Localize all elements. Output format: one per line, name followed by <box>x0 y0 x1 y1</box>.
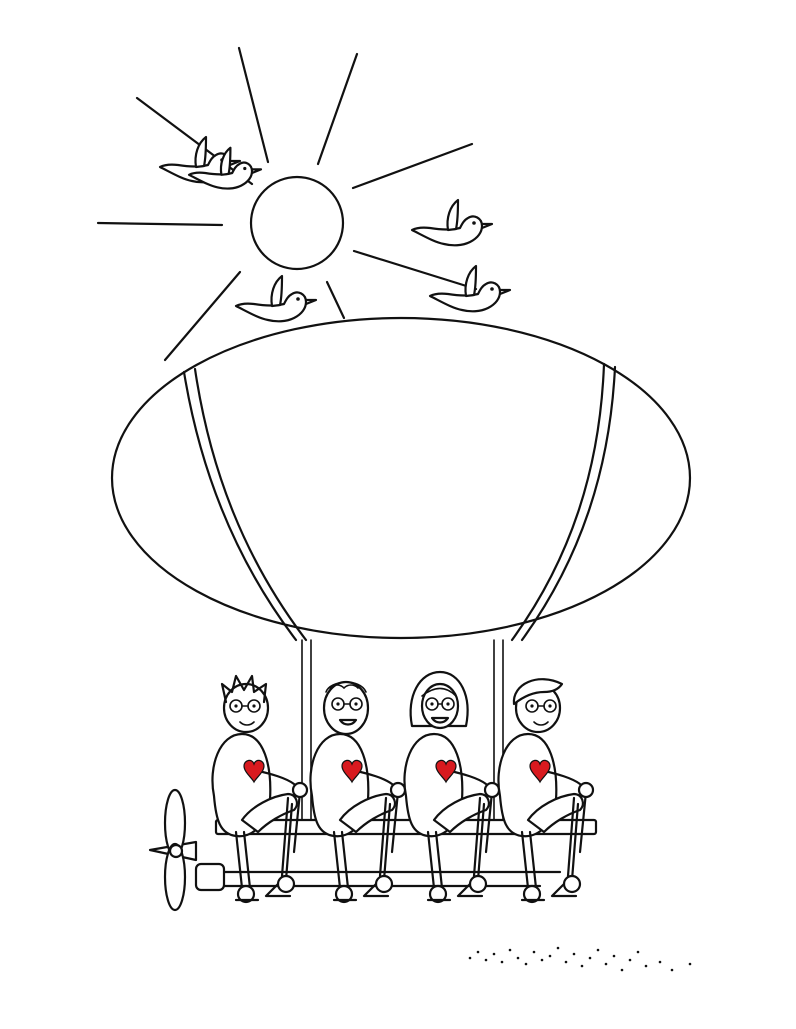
bird-icon <box>234 274 318 323</box>
passenger-4 <box>497 679 595 904</box>
bird-icon <box>428 264 512 313</box>
passenger-head <box>514 679 562 732</box>
gondola-frame <box>196 820 596 890</box>
passenger-2 <box>309 682 407 904</box>
passenger-head <box>222 676 268 732</box>
passenger-1 <box>211 676 309 904</box>
passenger-3 <box>403 672 501 904</box>
airship-icon <box>112 318 690 820</box>
propeller-icon <box>150 790 196 910</box>
bird-icon <box>410 198 494 247</box>
passenger-head <box>411 672 468 728</box>
passenger-head <box>324 682 368 734</box>
dotted-mark <box>468 946 692 972</box>
